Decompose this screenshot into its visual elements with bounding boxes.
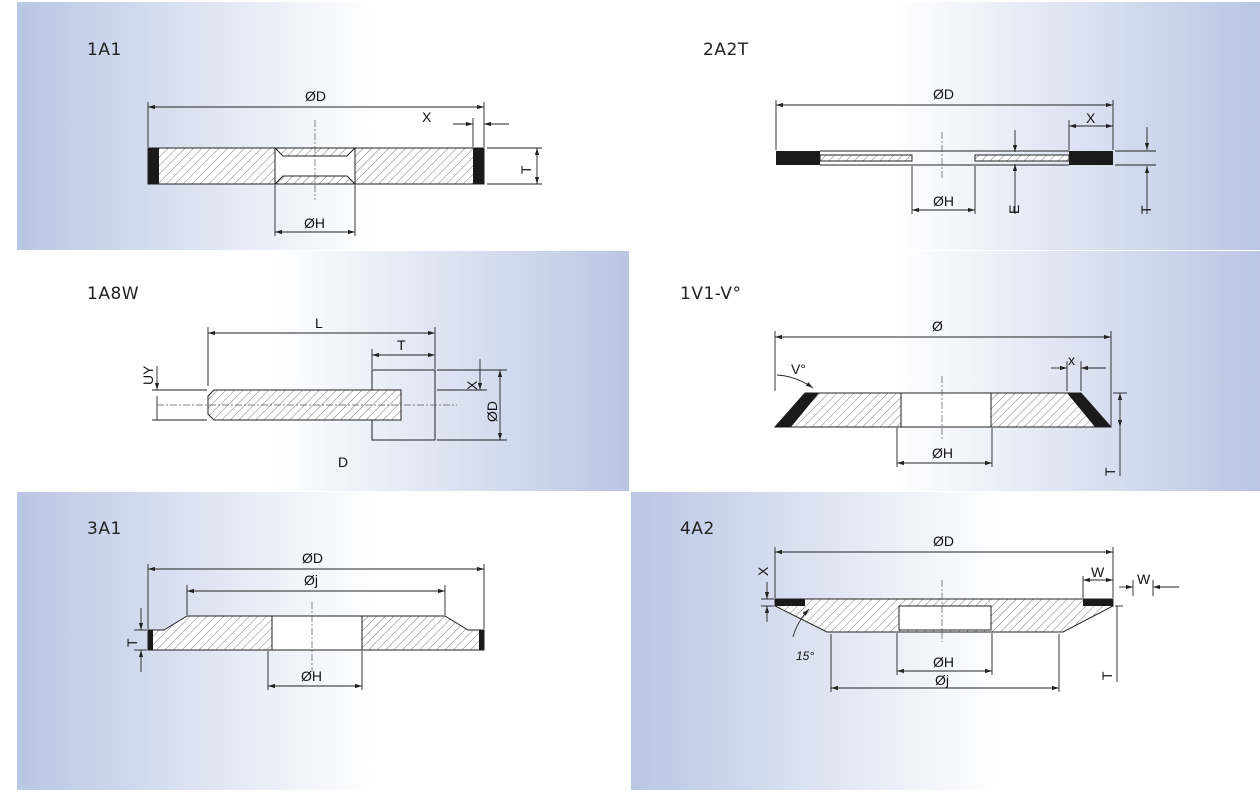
panel-1a1: 1A1 ØD X T ØH bbox=[17, 2, 629, 250]
label-x: X bbox=[755, 566, 771, 576]
abrasive-left bbox=[775, 599, 805, 606]
label-t: T bbox=[1099, 671, 1115, 680]
abrasive-right bbox=[1067, 393, 1111, 427]
label-o: Ø bbox=[932, 318, 943, 334]
abrasive-left bbox=[776, 151, 820, 165]
label-x: x bbox=[1068, 352, 1075, 368]
diagram-2a2t: ØD X ØH E T bbox=[775, 86, 1156, 214]
label-oh: ØH bbox=[933, 193, 954, 209]
shape-code: 1A8W bbox=[87, 284, 140, 304]
panel-4a2: 4A2 ØD X W W 15° T ØH Øj bbox=[631, 492, 1260, 790]
diagram-1a8w: L T UY X ØD D bbox=[140, 315, 507, 470]
abrasive-right bbox=[479, 630, 484, 650]
core-right bbox=[974, 154, 1070, 162]
shape-code: 4A2 bbox=[680, 519, 715, 539]
label-t: T bbox=[1102, 467, 1118, 476]
bore bbox=[900, 392, 992, 428]
shape-code: 1V1-V° bbox=[680, 284, 742, 304]
abrasive-left bbox=[148, 630, 153, 650]
abrasive-left bbox=[775, 393, 819, 427]
label-od: ØD bbox=[484, 401, 500, 422]
label-w1: W bbox=[1091, 564, 1105, 580]
panel-1v1: 1V1-V° Ø V° x T ØH bbox=[631, 251, 1260, 491]
label-oj: Øj bbox=[304, 572, 318, 588]
label-d: D bbox=[338, 454, 348, 470]
label-oh: ØH bbox=[304, 215, 325, 231]
shape-code: 2A2T bbox=[703, 40, 749, 60]
panel-2a2t: 2A2T ØD X ØH E T bbox=[631, 2, 1260, 250]
label-x: X bbox=[422, 109, 432, 125]
diagram-3a1: ØD Øj T ØH bbox=[124, 550, 485, 690]
label-angle: 15° bbox=[796, 649, 814, 663]
label-uy: UY bbox=[140, 365, 156, 385]
bore bbox=[271, 615, 363, 651]
label-oh: ØH bbox=[933, 654, 954, 670]
shape-code: 3A1 bbox=[87, 519, 122, 539]
label-od: ØD bbox=[302, 550, 323, 566]
label-l: L bbox=[315, 315, 323, 331]
panel-1a8w: 1A8W L T UY X ØD D bbox=[17, 251, 629, 491]
label-x: X bbox=[464, 380, 480, 390]
abrasive-left bbox=[148, 148, 159, 184]
diagram-1a1: ØD X T ØH bbox=[147, 88, 542, 236]
label-oh: ØH bbox=[301, 668, 322, 684]
label-od: ØD bbox=[933, 86, 954, 102]
label-v: V° bbox=[791, 361, 806, 377]
label-t: T bbox=[518, 165, 534, 174]
label-t: T bbox=[397, 337, 406, 353]
angle-arc bbox=[776, 374, 814, 389]
bore bbox=[898, 605, 992, 631]
shape-code: 1A1 bbox=[87, 40, 122, 60]
abrasive-right bbox=[473, 148, 484, 184]
label-oj: Øj bbox=[935, 672, 949, 688]
label-oh: ØH bbox=[932, 445, 953, 461]
label-t: T bbox=[124, 638, 140, 647]
core-left bbox=[819, 154, 913, 162]
label-w2: W bbox=[1137, 571, 1151, 587]
abrasive-right bbox=[1069, 151, 1113, 165]
label-od: ØD bbox=[305, 88, 326, 104]
diagram-4a2: ØD X W W 15° T ØH Øj bbox=[755, 533, 1179, 692]
diagram-1v1: Ø V° x T ØH bbox=[773, 318, 1127, 476]
label-od: ØD bbox=[933, 533, 954, 549]
abrasive-right bbox=[1083, 599, 1113, 606]
panel-3a1: 3A1 ØD Øj T ØH bbox=[17, 492, 629, 790]
label-x: X bbox=[1086, 110, 1096, 126]
angle-arc bbox=[792, 608, 810, 638]
label-t: T bbox=[1138, 205, 1154, 214]
label-e: E bbox=[1006, 205, 1022, 214]
